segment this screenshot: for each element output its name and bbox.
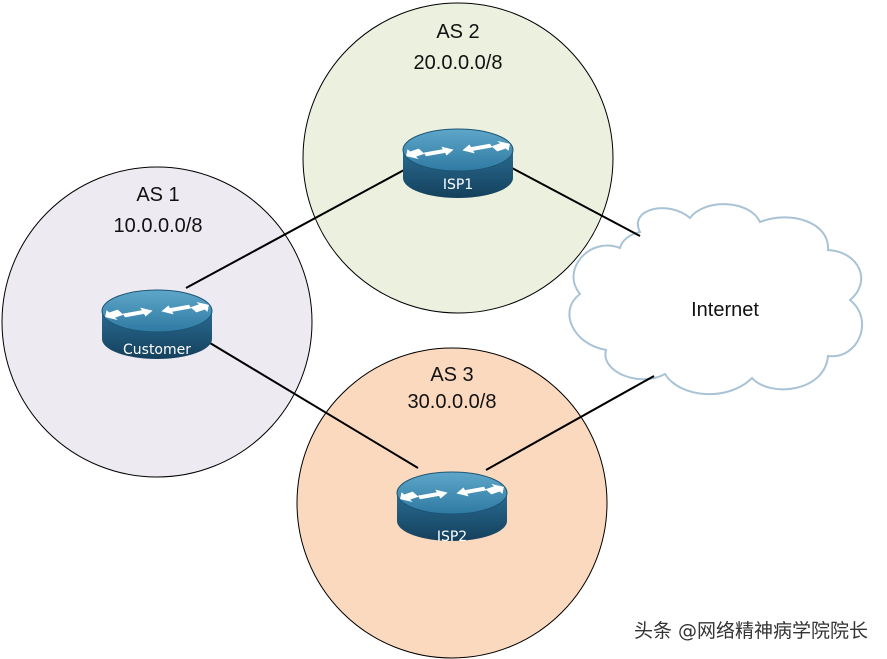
as3-prefix: 30.0.0.0/8 xyxy=(408,391,497,413)
router-icon xyxy=(400,128,516,198)
link-isp2-internet xyxy=(485,375,655,471)
as3-name: AS 3 xyxy=(430,364,473,386)
link-customer-isp2 xyxy=(209,342,419,469)
router-isp1: ISP1 xyxy=(400,128,516,198)
router-icon xyxy=(394,471,510,541)
link-customer-isp1 xyxy=(185,169,405,289)
router-label-customer: Customer xyxy=(123,342,191,358)
cloud-icon xyxy=(568,203,864,396)
as2-name: AS 2 xyxy=(436,21,479,43)
router-icon xyxy=(99,289,215,359)
router-label-isp2: ISP2 xyxy=(437,529,467,545)
watermark-text: 头条 @网络精神病学院院长 xyxy=(634,620,868,642)
as1-name: AS 1 xyxy=(136,184,179,206)
as2-prefix: 20.0.0.0/8 xyxy=(414,52,503,74)
internet-label: Internet xyxy=(691,299,759,321)
router-label-isp1: ISP1 xyxy=(443,177,473,193)
router-isp2: ISP2 xyxy=(394,471,510,545)
link-isp1-internet xyxy=(511,167,641,237)
router-customer: Customer xyxy=(99,289,215,359)
as1-prefix: 10.0.0.0/8 xyxy=(114,215,203,237)
